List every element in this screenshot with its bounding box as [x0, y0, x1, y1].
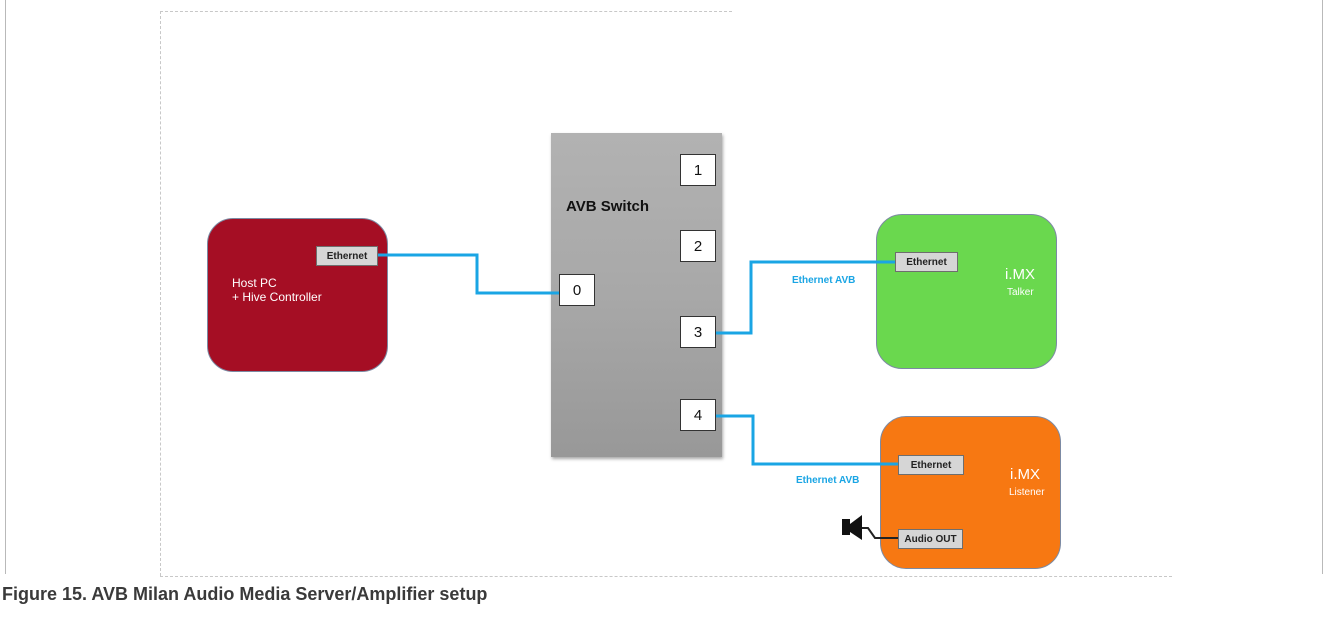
host-pc-label: Host PC: [232, 276, 277, 290]
listener-cable-label: Ethernet AVB: [796, 475, 860, 486]
talker-cable-label: Ethernet AVB: [792, 275, 856, 286]
talker-subtitle: Talker: [1007, 287, 1034, 298]
switch-to-listener-cable: [716, 414, 898, 466]
speaker-icon: [842, 515, 862, 540]
figure-caption: Figure 15. AVB Milan Audio Media Server/…: [2, 584, 488, 604]
host-pc-ethernet-port: Ethernet: [316, 246, 378, 266]
audio-out-wire: [862, 527, 898, 539]
frame-left-line: [160, 11, 161, 576]
outer-border-left: [5, 0, 6, 574]
listener-audio-out-port: Audio OUT: [898, 529, 963, 549]
switch-port-3: 3: [680, 316, 716, 348]
listener-ethernet-port: Ethernet: [898, 455, 964, 475]
avb-switch-title: AVB Switch: [566, 198, 650, 215]
switch-to-talker-cable: [716, 260, 895, 335]
switch-port-4: 4: [680, 399, 716, 431]
hive-controller-label: + Hive Controller: [232, 290, 322, 304]
host-pc-box: [207, 218, 388, 372]
listener-subtitle: Listener: [1009, 487, 1045, 498]
switch-port-1: 1: [680, 154, 716, 186]
imx-talker-box: [876, 214, 1057, 369]
listener-title: i.MX: [1010, 466, 1040, 483]
switch-port-0: 0: [559, 274, 595, 306]
frame-bottom-line: [160, 576, 1172, 577]
outer-border-right: [1322, 0, 1323, 574]
host-to-switch-cable: [378, 253, 559, 295]
talker-title: i.MX: [1005, 266, 1035, 283]
talker-ethernet-port: Ethernet: [895, 252, 958, 272]
frame-top-line: [160, 11, 732, 12]
switch-port-2: 2: [680, 230, 716, 262]
